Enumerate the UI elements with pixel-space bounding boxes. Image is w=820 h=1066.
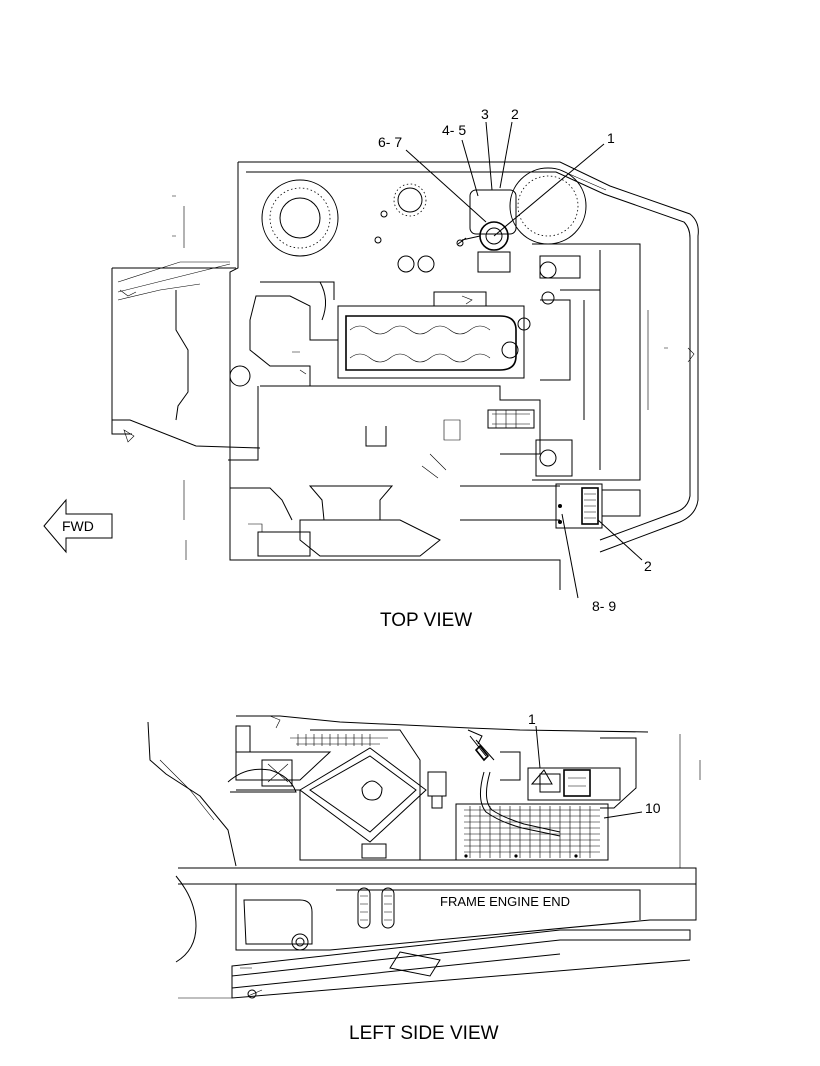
callout-2-lower: 2 xyxy=(644,558,652,574)
top-view-leaders xyxy=(405,121,643,599)
top-view-callouts: 6- 7 4- 5 3 2 1 2 8- 9 xyxy=(378,106,652,614)
callout-2: 2 xyxy=(511,106,519,122)
frame-engine-end-label: FRAME ENGINE END xyxy=(440,894,570,909)
side-view-drawing xyxy=(147,715,701,999)
frame-slots xyxy=(357,887,395,929)
side-callout-10: 10 xyxy=(645,800,661,816)
callout-1: 1 xyxy=(607,130,615,146)
callout-4-5: 4- 5 xyxy=(442,122,466,138)
side-callout-1: 1 xyxy=(528,711,536,727)
grille-pattern xyxy=(464,806,600,858)
callout-6-7: 6- 7 xyxy=(378,134,402,150)
top-view-caption: TOP VIEW xyxy=(380,610,472,631)
left-side-view-caption: LEFT SIDE VIEW xyxy=(349,1023,499,1044)
fwd-label: FWD xyxy=(62,518,94,534)
fwd-arrow-icon: FWD xyxy=(43,498,113,554)
top-view-drawing xyxy=(111,161,699,590)
side-view-leaders xyxy=(535,725,643,819)
callout-3: 3 xyxy=(481,106,489,122)
callout-8-9: 8- 9 xyxy=(592,598,616,614)
